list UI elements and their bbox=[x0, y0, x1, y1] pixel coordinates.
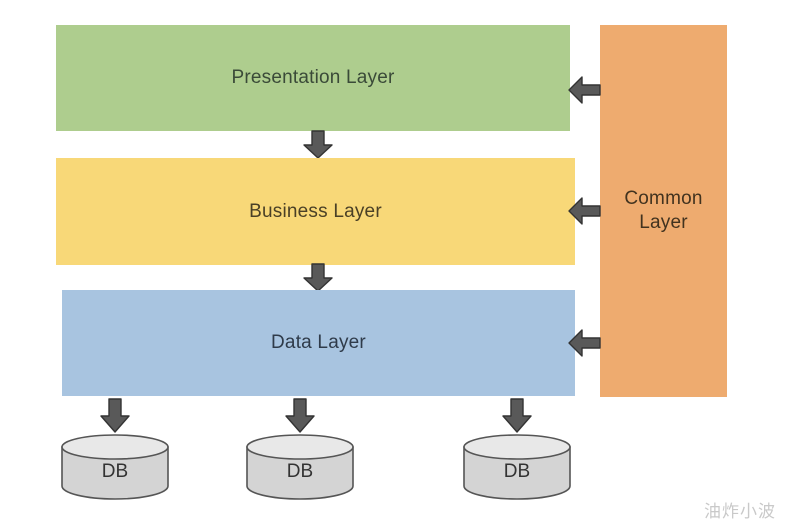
database-label-1: DB bbox=[101, 461, 129, 482]
common-layer-label-line1: Common bbox=[624, 188, 703, 210]
presentation-layer-label: Presentation Layer bbox=[231, 67, 395, 89]
arrow-data-to-db-3-icon bbox=[500, 398, 534, 434]
arrow-common-to-business-icon bbox=[568, 194, 602, 228]
business-layer-box[interactable]: Business Layer bbox=[56, 158, 575, 265]
database-label-3: DB bbox=[503, 461, 531, 482]
arrow-presentation-to-business-icon bbox=[301, 130, 335, 160]
database-label-2: DB bbox=[286, 461, 314, 482]
arrow-data-to-db-1-icon bbox=[98, 398, 132, 434]
database-node-1[interactable]: DB bbox=[60, 434, 170, 500]
database-node-2[interactable]: DB bbox=[245, 434, 355, 500]
database-cylinder-icon bbox=[245, 434, 355, 500]
common-layer-label-line2: Layer bbox=[639, 212, 688, 233]
arrow-common-to-data-icon bbox=[568, 326, 602, 360]
arrow-data-to-db-2-icon bbox=[283, 398, 317, 434]
common-layer-box[interactable]: Common Layer bbox=[600, 25, 727, 397]
database-node-3[interactable]: DB bbox=[462, 434, 572, 500]
arrow-business-to-data-icon bbox=[301, 263, 335, 293]
presentation-layer-box[interactable]: Presentation Layer bbox=[56, 25, 570, 131]
database-cylinder-icon bbox=[60, 434, 170, 500]
data-layer-label: Data Layer bbox=[271, 332, 366, 354]
business-layer-label: Business Layer bbox=[249, 200, 382, 222]
database-cylinder-icon bbox=[462, 434, 572, 500]
watermark-text: 油炸小波 bbox=[704, 502, 776, 522]
data-layer-box[interactable]: Data Layer bbox=[62, 290, 575, 396]
arrow-common-to-presentation-icon bbox=[568, 73, 602, 107]
